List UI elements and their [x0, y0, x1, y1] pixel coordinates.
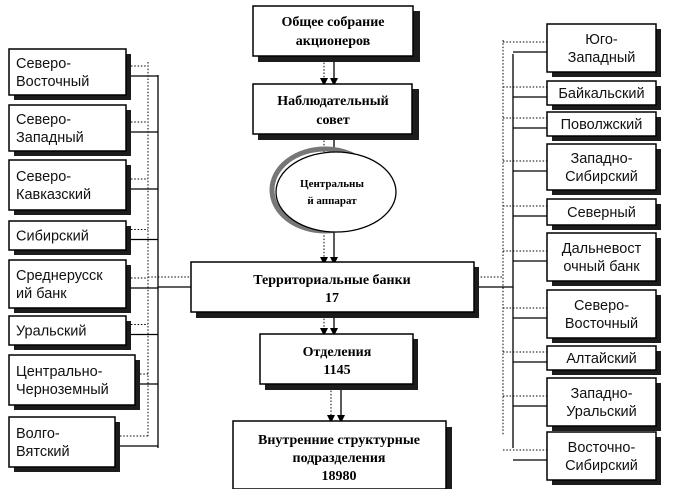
- right-bank-label: Сибирский: [565, 458, 638, 474]
- right-bank-label: Северо-: [574, 298, 629, 314]
- left-bank-box-3: Северо- Кавказский: [8, 159, 131, 215]
- internal-units-line-1: Внутренние структурные: [258, 433, 420, 448]
- left-bank-box-5: Среднерусск ий банк: [8, 259, 131, 313]
- left-bank-label: Черноземный: [16, 382, 109, 398]
- right-bank-label: Уральский: [566, 404, 637, 420]
- left-bank-label: Северо-: [16, 112, 71, 128]
- left-bank-label: ий банк: [16, 286, 67, 302]
- right-bank-label: Байкальский: [558, 86, 644, 102]
- right-bank-label: Западный: [568, 50, 636, 66]
- general-meeting-line-2: акционеров: [296, 34, 371, 49]
- left-bank-box-7: Центрально- Черноземный: [8, 354, 140, 410]
- central-office-line-1: Центральны: [300, 178, 364, 190]
- right-bank-label: Сибирский: [565, 169, 638, 185]
- territorial-banks-line-2: 17: [325, 291, 339, 306]
- branches-line-2: 1145: [323, 363, 350, 378]
- right-bank-label: Юго-: [585, 32, 618, 48]
- general-meeting-box: Общее собрание акционеров: [252, 5, 420, 62]
- right-bank-label: Алтайский: [566, 351, 637, 367]
- internal-units-line-3: 18980: [322, 469, 357, 484]
- right-bank-box-3: Поволжский: [546, 111, 661, 141]
- right-bank-box-10: Восточно- Сибирский: [546, 431, 661, 485]
- right-bank-box-8: Алтайский: [546, 345, 661, 375]
- right-bank-label: Дальневост: [562, 241, 642, 257]
- right-bank-label: Восточный: [565, 316, 638, 332]
- left-bank-label: Кавказский: [16, 187, 91, 203]
- left-bank-label: Восточный: [16, 74, 89, 90]
- left-bank-label: Северо-: [16, 56, 71, 72]
- right-bank-box-5: Северный: [546, 198, 661, 230]
- right-bank-label: Западно-: [570, 151, 632, 167]
- left-bank-box-6: Уральский: [8, 315, 131, 350]
- right-bank-box-9: Западно- Уральский: [546, 377, 661, 431]
- left-bank-label: Западный: [16, 130, 84, 146]
- right-bank-label: Поволжский: [561, 117, 643, 133]
- internal-units-line-2: подразделения: [293, 451, 386, 466]
- left-bank-label: Волго-: [16, 426, 60, 442]
- right-bank-label: очный банк: [563, 259, 640, 275]
- right-bank-box-7: Северо- Восточный: [546, 289, 661, 343]
- right-bank-label: Западно-: [570, 386, 632, 402]
- right-bank-links: [503, 41, 547, 461]
- right-bank-box-4: Западно- Сибирский: [546, 143, 661, 195]
- supervisory-board-box: Наблюдательный совет: [252, 83, 419, 140]
- right-bank-box-2: Байкальский: [546, 80, 661, 110]
- general-meeting-line-1: Общее собрание: [282, 15, 385, 30]
- branches-box: Отделения 1145: [259, 333, 418, 390]
- supervisory-board-line-1: Наблюдательный: [277, 94, 388, 109]
- left-territorial-banks: Северо-ВосточныйСеверо-ЗападныйСеверо-Ка…: [8, 48, 140, 472]
- left-bank-label: Вятский: [16, 444, 70, 460]
- left-bank-box-8: Волго- Вятский: [8, 416, 120, 472]
- left-bank-label: Уральский: [16, 324, 87, 340]
- left-bank-box-1: Северо- Восточный: [8, 48, 131, 100]
- right-bank-label: Восточно-: [568, 440, 636, 456]
- central-office-ellipse: Центральны й аппарат: [269, 146, 397, 234]
- central-office-line-2: й аппарат: [307, 195, 357, 207]
- branches-line-1: Отделения: [303, 345, 372, 360]
- left-bank-label: Сибирский: [16, 229, 89, 245]
- right-territorial-banks: Юго- ЗападныйБайкальскийПоволжскийЗападно…: [546, 23, 661, 485]
- internal-units-box: Внутренние структурные подразделения 189…: [232, 420, 452, 489]
- right-bank-box-6: Дальневост очный банк: [546, 232, 661, 286]
- right-bank-label: Северный: [567, 205, 636, 221]
- territorial-banks-line-1: Территориальные банки: [253, 273, 411, 288]
- left-bank-label: Среднерусск: [16, 268, 103, 284]
- territorial-banks-box: Территориальные банки 17: [190, 261, 479, 318]
- left-bank-label: Северо-: [16, 169, 71, 185]
- right-bank-box-1: Юго- Западный: [546, 23, 661, 77]
- left-bank-box-4: Сибирский: [8, 220, 131, 255]
- left-bank-label: Центрально-: [16, 364, 103, 380]
- left-bank-box-2: Северо- Западный: [8, 104, 131, 156]
- supervisory-board-line-2: совет: [316, 113, 350, 128]
- left-bank-links: [120, 65, 158, 447]
